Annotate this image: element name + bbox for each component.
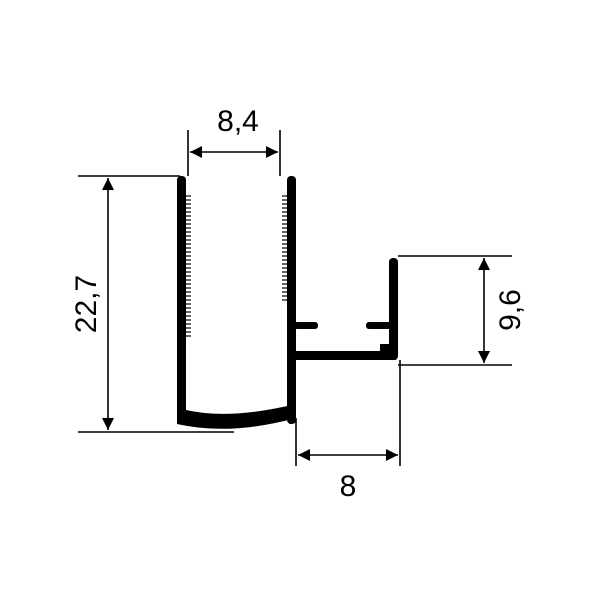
right-lug <box>366 322 392 329</box>
dimension-bottom-width <box>295 360 401 466</box>
connecting-web <box>292 351 396 360</box>
dimension-top-width-label: 8,4 <box>217 105 259 138</box>
dimension-right-height-label: 9,6 <box>494 289 527 331</box>
inner-wall <box>287 176 296 424</box>
dimension-top-width <box>187 130 281 176</box>
aluminium-profile <box>177 176 398 429</box>
dimension-left-height <box>78 175 234 433</box>
grooves-right <box>282 195 287 301</box>
left-inner-rib <box>183 345 186 405</box>
dimension-left-height-label: 22,7 <box>70 275 103 333</box>
grooves-left <box>186 195 191 337</box>
channel-lug <box>294 322 318 329</box>
dimension-bottom-width-label: 8 <box>340 470 357 503</box>
web-lip <box>380 344 392 352</box>
channel-bottom <box>177 404 296 429</box>
dimension-right-height <box>398 255 512 366</box>
right-wall <box>389 258 398 360</box>
